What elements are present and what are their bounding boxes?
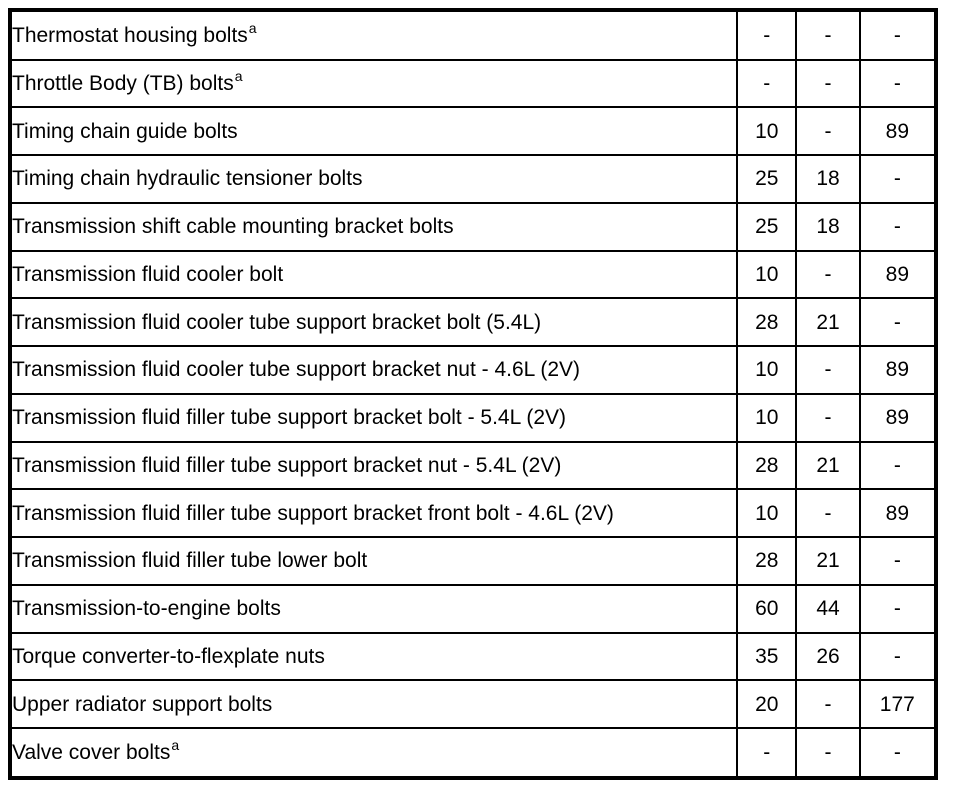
table-row: Transmission fluid cooler tube support b…: [8, 345, 938, 395]
torque-value: -: [858, 631, 938, 682]
torque-value: 21: [795, 440, 861, 491]
table-row: Thermostat housing boltsa---: [8, 9, 938, 61]
fastener-description: Upper radiator support bolts: [8, 679, 739, 730]
torque-value: 177: [858, 679, 938, 730]
torque-value: 28: [736, 536, 798, 586]
torque-value: -: [795, 58, 861, 109]
torque-value: 89: [858, 488, 938, 539]
footnote-marker: a: [234, 67, 243, 84]
fastener-description: Thermostat housing boltsa: [8, 9, 739, 61]
torque-value: 35: [736, 631, 798, 682]
torque-value: 44: [795, 583, 861, 634]
torque-value: 10: [736, 345, 798, 395]
torque-spec-table: Thermostat housing boltsa---Throttle Bod…: [8, 8, 938, 780]
fastener-description: Torque converter-to-flexplate nuts: [8, 631, 739, 682]
torque-value: 89: [858, 345, 938, 395]
table-row: Transmission fluid filler tube support b…: [8, 488, 938, 539]
footnote-marker: a: [248, 19, 257, 36]
table-row: Transmission fluid filler tube lower bol…: [8, 536, 938, 586]
torque-value: 89: [858, 249, 938, 300]
torque-value: -: [858, 201, 938, 252]
table-row: Transmission fluid filler tube support b…: [8, 392, 938, 443]
torque-value: -: [858, 583, 938, 634]
torque-value: -: [795, 392, 861, 443]
torque-value: -: [858, 154, 938, 204]
fastener-description: Valve cover boltsa: [8, 727, 739, 779]
torque-value: -: [858, 440, 938, 491]
torque-value: -: [736, 9, 798, 61]
torque-value: -: [795, 106, 861, 157]
torque-value: 89: [858, 392, 938, 443]
torque-value: -: [736, 58, 798, 109]
table-row: Valve cover boltsa---: [8, 727, 938, 779]
torque-value: 10: [736, 392, 798, 443]
torque-value: -: [858, 727, 938, 779]
torque-value: 10: [736, 488, 798, 539]
fastener-description: Transmission fluid filler tube lower bol…: [8, 536, 739, 586]
fastener-description: Transmission fluid filler tube support b…: [8, 488, 739, 539]
table-row: Transmission shift cable mounting bracke…: [8, 201, 938, 252]
table-row: Transmission fluid cooler tube support b…: [8, 297, 938, 348]
fastener-description: Timing chain guide bolts: [8, 106, 739, 157]
torque-value: 20: [736, 679, 798, 730]
torque-value: 10: [736, 106, 798, 157]
torque-value: 21: [795, 297, 861, 348]
fastener-description: Transmission fluid filler tube support b…: [8, 440, 739, 491]
torque-value: -: [795, 249, 861, 300]
torque-value: -: [795, 727, 861, 779]
torque-value: -: [736, 727, 798, 779]
torque-value: 25: [736, 201, 798, 252]
torque-value: -: [858, 9, 938, 61]
torque-value: 89: [858, 106, 938, 157]
torque-value: 60: [736, 583, 798, 634]
torque-value: 25: [736, 154, 798, 204]
torque-value: 26: [795, 631, 861, 682]
torque-value: 21: [795, 536, 861, 586]
footnote-marker: a: [171, 737, 180, 754]
torque-value: -: [795, 488, 861, 539]
torque-value: -: [795, 679, 861, 730]
fastener-description: Transmission-to-engine bolts: [8, 583, 739, 634]
torque-value: -: [858, 536, 938, 586]
torque-table-body: Thermostat housing boltsa---Throttle Bod…: [8, 9, 938, 779]
fastener-description: Transmission shift cable mounting bracke…: [8, 201, 739, 252]
torque-value: 10: [736, 249, 798, 300]
torque-value: -: [858, 58, 938, 109]
fastener-description: Transmission fluid cooler bolt: [8, 249, 739, 300]
fastener-description: Throttle Body (TB) boltsa: [8, 58, 739, 109]
torque-value: -: [795, 345, 861, 395]
torque-value: 28: [736, 440, 798, 491]
table-row: Throttle Body (TB) boltsa---: [8, 58, 938, 109]
torque-value: -: [795, 9, 861, 61]
torque-value: -: [858, 297, 938, 348]
torque-value: 18: [795, 154, 861, 204]
fastener-description: Timing chain hydraulic tensioner bolts: [8, 154, 739, 204]
torque-value: 28: [736, 297, 798, 348]
torque-value: 18: [795, 201, 861, 252]
fastener-description: Transmission fluid cooler tube support b…: [8, 345, 739, 395]
fastener-description: Transmission fluid filler tube support b…: [8, 392, 739, 443]
fastener-description: Transmission fluid cooler tube support b…: [8, 297, 739, 348]
table-row: Transmission fluid filler tube support b…: [8, 440, 938, 491]
